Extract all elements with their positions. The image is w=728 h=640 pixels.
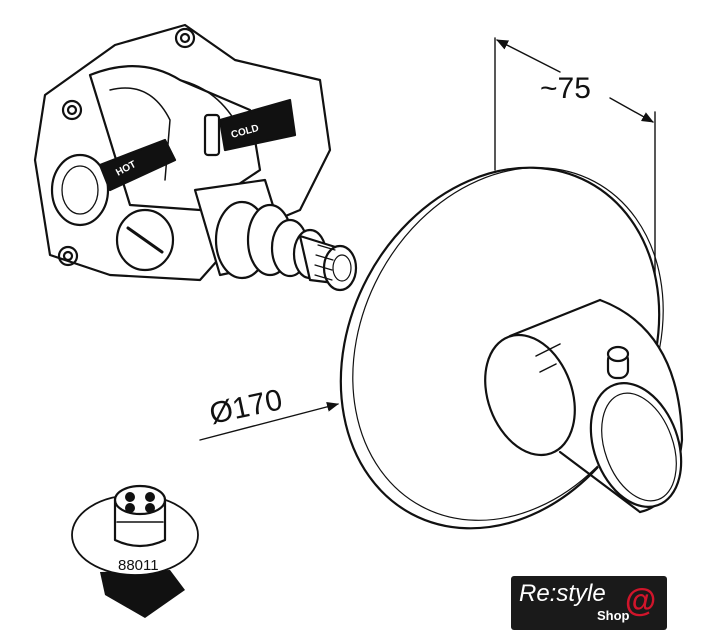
cart-at-icon: @ [625, 582, 657, 618]
logo-shop-text: Shop [597, 608, 630, 623]
diameter-dimension: Ø170 [199, 383, 339, 441]
thermostat-knob [484, 298, 684, 514]
depth-label: ~75 [540, 72, 591, 105]
logo-brand-text: Re:style [519, 580, 606, 607]
accessory-part-88011: 88011 [71, 484, 199, 618]
restyle-shop-logo: Re:style Shop @ [511, 576, 667, 630]
part-number: 88011 [118, 557, 159, 574]
diameter-label: Ø170 [207, 383, 286, 431]
valve-body: HOT COLD [33, 23, 358, 292]
depth-dimension: ~75 [494, 37, 656, 373]
